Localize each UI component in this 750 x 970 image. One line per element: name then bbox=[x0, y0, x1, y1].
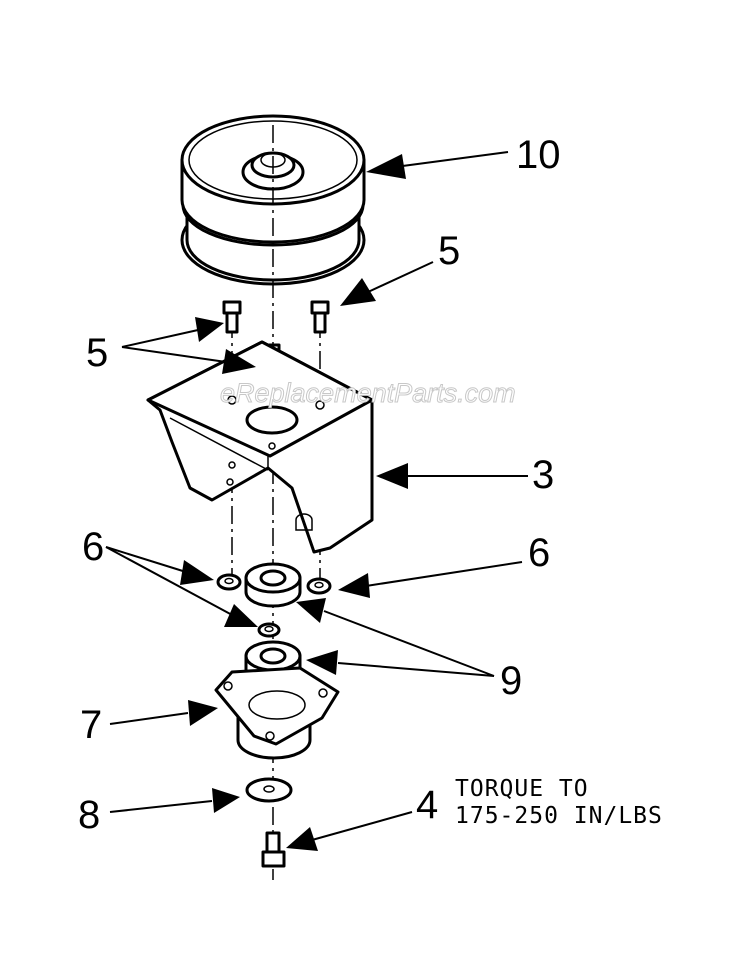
callout-9: 9 bbox=[500, 659, 522, 703]
leader-lines bbox=[105, 151, 528, 851]
bracket-part-3 bbox=[146, 340, 374, 554]
watermark-text: eReplacementParts.com bbox=[220, 378, 516, 408]
callout-6-left: 6 bbox=[82, 525, 104, 569]
callout-10: 10 bbox=[516, 133, 561, 177]
callout-5-right: 5 bbox=[438, 229, 460, 273]
torque-note-line-1: TORQUE TO bbox=[455, 776, 589, 802]
callout-3: 3 bbox=[532, 453, 554, 497]
bolt-left bbox=[222, 300, 242, 334]
bolt-part-4 bbox=[261, 831, 286, 868]
flange-housing-part-7 bbox=[214, 666, 340, 760]
washers-part-6 bbox=[216, 573, 332, 638]
callout-4: 4 bbox=[416, 783, 438, 827]
callout-5-left: 5 bbox=[86, 331, 108, 375]
callout-7: 7 bbox=[80, 703, 102, 747]
torque-note-line-2: 175-250 IN/LBS bbox=[455, 803, 663, 829]
callout-6-right: 6 bbox=[528, 531, 550, 575]
callout-8: 8 bbox=[78, 793, 100, 837]
bolt-right bbox=[310, 300, 330, 334]
callout-numbers: 10 5 5 3 6 6 9 7 8 4 bbox=[78, 133, 561, 837]
flat-washer-part-8 bbox=[245, 777, 293, 803]
torque-note: TORQUE TO 175-250 IN/LBS bbox=[455, 776, 663, 829]
